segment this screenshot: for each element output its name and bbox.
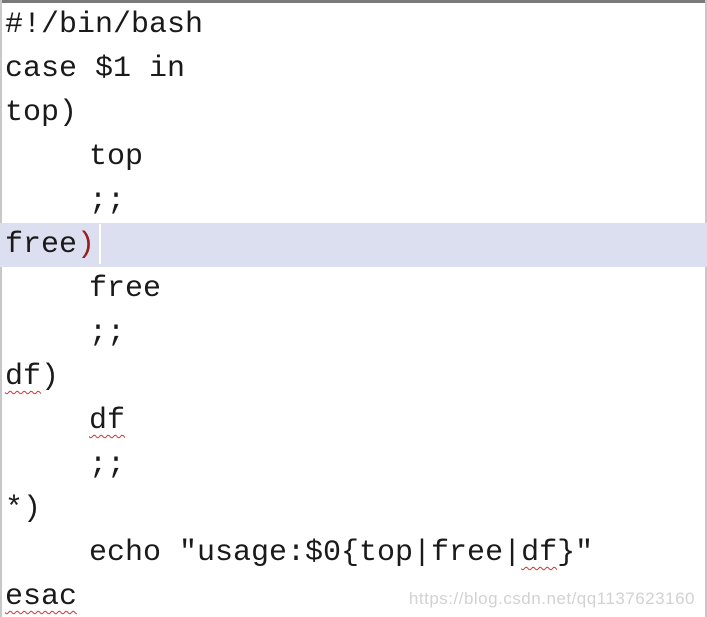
code-line-case: case $1 in — [0, 47, 707, 91]
code-text: echo "usage:$0{top|free| — [89, 536, 522, 570]
code-text: }" — [557, 536, 594, 570]
code-line-terminator: ;; — [0, 311, 707, 355]
code-line-top-pattern: top) — [0, 91, 707, 135]
code-line-terminator: ;; — [0, 179, 707, 223]
code-text-spellcheck: df — [5, 360, 42, 394]
code-text: ;; — [89, 448, 126, 482]
code-text: top) — [5, 96, 78, 130]
code-text: free — [5, 228, 78, 262]
top-border — [0, 0, 707, 3]
code-text: ;; — [89, 184, 126, 218]
code-line-default-pattern: *) — [0, 487, 707, 531]
code-line-top-command: top — [0, 135, 707, 179]
code-text-paren: ) — [77, 228, 96, 262]
watermark-url: https://blog.csdn.net/qq1137623160 — [408, 589, 695, 608]
code-text: *) — [5, 492, 42, 526]
code-line-free-pattern-current: free) — [0, 223, 707, 267]
code-text: #!/bin/bash — [5, 8, 204, 42]
code-line-df-command: df — [0, 399, 707, 443]
code-line-terminator: ;; — [0, 443, 707, 487]
code-text-spellcheck: df — [521, 536, 558, 570]
code-text: case $1 in — [5, 52, 186, 86]
right-border — [705, 0, 707, 617]
text-cursor — [99, 224, 102, 265]
code-text-area[interactable]: #!/bin/bash case $1 in top) top ;; free)… — [0, 3, 707, 617]
code-text-spellcheck: df — [89, 404, 126, 438]
code-text: ) — [41, 360, 60, 394]
code-text: ;; — [89, 316, 126, 350]
left-border — [0, 0, 2, 617]
code-line-echo-command: echo "usage:$0{top|free|df}" — [0, 531, 707, 575]
code-text-spellcheck: esac — [5, 580, 78, 614]
code-line-shebang: #!/bin/bash — [0, 3, 707, 47]
code-text: free — [89, 272, 162, 306]
code-line-df-pattern: df) — [0, 355, 707, 399]
code-text: top — [89, 140, 144, 174]
code-line-free-command: free — [0, 267, 707, 311]
code-line-esac: esac — [0, 575, 707, 617]
